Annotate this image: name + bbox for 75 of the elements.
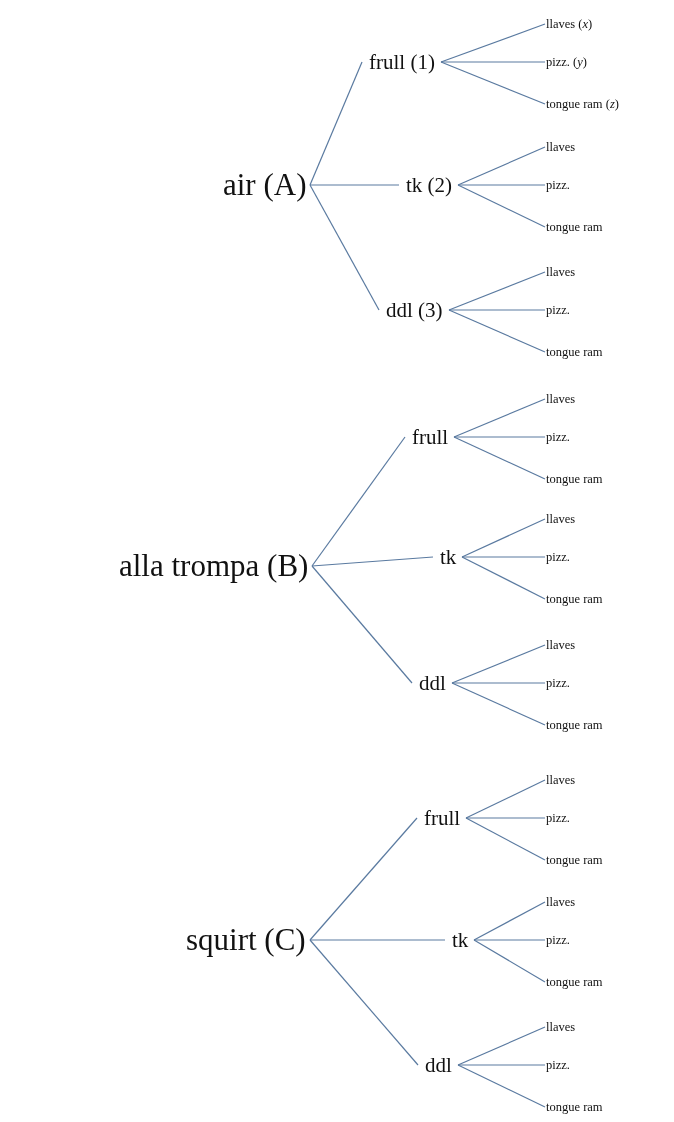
option-label: llaves: [545, 392, 577, 407]
branch-line: [457, 184, 546, 186]
branch-line: [457, 1064, 546, 1066]
branch-line: [309, 939, 446, 941]
technique-label: frull: [421, 806, 464, 831]
branch-line: [465, 779, 546, 819]
branch-line: [473, 939, 546, 983]
option-label: llaves: [545, 638, 577, 653]
technique-label: ddl (3): [383, 298, 446, 323]
branch-line: [451, 682, 546, 726]
option-label: llaves: [545, 895, 577, 910]
branch-line: [453, 398, 546, 438]
branch-line: [309, 184, 400, 186]
option-label: llaves: [545, 140, 577, 155]
option-label: tongue ram: [545, 592, 604, 607]
technique-label: tk: [449, 928, 472, 953]
option-label: pizz.: [545, 550, 571, 565]
category-label: squirt (C): [182, 922, 310, 958]
option-label: pizz.: [545, 1058, 571, 1073]
branch-line: [440, 61, 546, 105]
option-label: pizz.: [545, 811, 571, 826]
option-label: pizz.: [545, 430, 571, 445]
branch-line: [448, 309, 546, 311]
branch-line: [311, 436, 406, 567]
branch-line: [309, 184, 380, 311]
option-label: llaves: [545, 773, 577, 788]
option-label: tongue ram: [545, 345, 604, 360]
option-label: llaves: [545, 1020, 577, 1035]
branch-line: [309, 61, 363, 186]
option-label: tongue ram: [545, 1100, 604, 1115]
branch-line: [465, 817, 546, 819]
branch-line: [461, 556, 546, 600]
technique-label: frull (1): [366, 50, 438, 75]
category-label: alla trompa (B): [115, 548, 313, 584]
branch-line: [461, 556, 546, 558]
option-label: pizz.: [545, 933, 571, 948]
option-label: tongue ram: [545, 718, 604, 733]
option-label: tongue ram: [545, 220, 604, 235]
branch-line: [461, 518, 546, 558]
option-label: tongue ram: [545, 975, 604, 990]
branch-line: [457, 146, 546, 186]
branch-line: [448, 309, 546, 353]
branch-line: [457, 1026, 546, 1066]
technique-label: ddl: [416, 671, 449, 696]
technique-label: frull: [409, 425, 452, 450]
branch-line: [473, 901, 546, 941]
branch-line: [448, 271, 546, 311]
branch-line: [311, 556, 434, 567]
option-label: llaves (x): [545, 17, 594, 32]
branch-line: [457, 1064, 546, 1108]
option-label: tongue ram (z): [545, 97, 620, 112]
option-label: llaves: [545, 512, 577, 527]
option-label: llaves: [545, 265, 577, 280]
option-label: pizz.: [545, 303, 571, 318]
branch-line: [451, 644, 546, 684]
technique-label: ddl: [422, 1053, 455, 1078]
branch-line: [473, 939, 546, 941]
technique-label: tk (2): [403, 173, 456, 198]
category-label: air (A): [219, 167, 311, 203]
technique-label: tk: [437, 545, 460, 570]
option-label: pizz.: [545, 676, 571, 691]
branch-line: [440, 61, 546, 63]
option-label: pizz. (y): [545, 55, 588, 70]
branch-line: [457, 184, 546, 228]
branch-line: [309, 939, 419, 1066]
option-label: tongue ram: [545, 853, 604, 868]
option-label: tongue ram: [545, 472, 604, 487]
branch-line: [453, 436, 546, 438]
branch-line: [309, 817, 418, 941]
branch-line: [451, 682, 546, 684]
option-label: pizz.: [545, 178, 571, 193]
branch-line: [440, 23, 546, 63]
branch-line: [453, 436, 546, 480]
branch-line: [311, 565, 413, 684]
branch-line: [465, 817, 546, 861]
